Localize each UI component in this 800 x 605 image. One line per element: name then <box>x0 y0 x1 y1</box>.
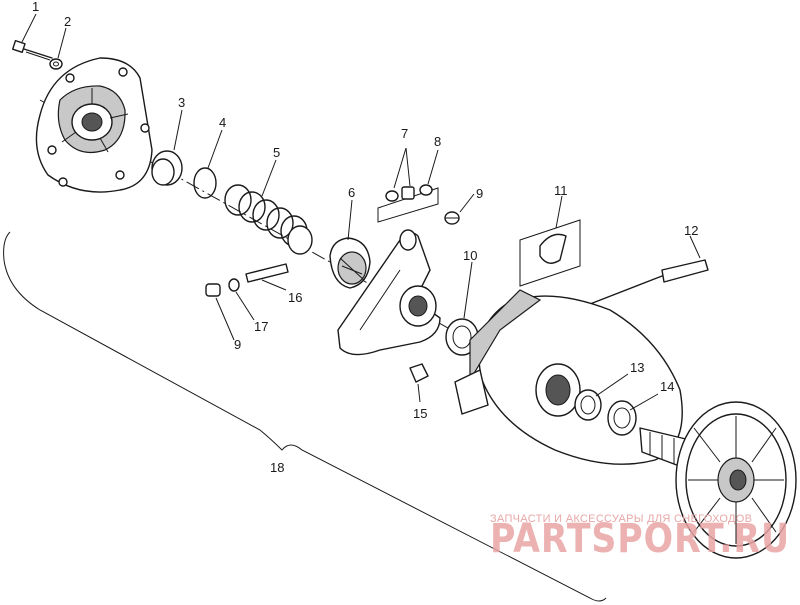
part-slide-button <box>519 219 581 287</box>
callout-9-top: 9 <box>476 186 483 201</box>
watermark-tagline: ЗАПЧАСТИ И АКСЕССУАРЫ ДЛЯ СНЕГОХОДОВ <box>490 513 752 525</box>
callout-2: 2 <box>64 14 71 29</box>
part-seal-ring <box>607 400 637 436</box>
callout-5: 5 <box>273 145 280 160</box>
leader-lines <box>21 13 701 411</box>
part-cover-plate <box>35 57 153 193</box>
callout-18: 18 <box>270 460 284 475</box>
callout-1: 1 <box>32 0 39 14</box>
callout-16: 16 <box>288 290 302 305</box>
callout-14: 14 <box>660 379 674 394</box>
part-roller-kit <box>377 184 439 223</box>
part-cam-nut <box>329 237 371 289</box>
part-thin-washer <box>228 278 240 292</box>
callout-12: 12 <box>684 223 698 238</box>
part-snap-ring <box>193 167 217 199</box>
part-bolt <box>11 39 53 61</box>
callout-7: 7 <box>401 126 408 141</box>
callout-labels: 1 2 3 4 5 6 7 8 9 10 11 12 13 14 15 16 1… <box>32 0 698 475</box>
part-spring <box>224 184 313 255</box>
callout-15: 15 <box>413 406 427 421</box>
watermark-brand: PARTSPORT.RU <box>490 516 790 562</box>
part-bolt-head <box>205 283 221 297</box>
callout-11: 11 <box>554 183 568 198</box>
part-sheave-bushing <box>574 389 602 421</box>
part-shaft-pin <box>589 259 709 305</box>
callout-8: 8 <box>434 134 441 149</box>
part-roller-arm <box>337 229 441 356</box>
callout-3: 3 <box>178 95 185 110</box>
part-roller-pin <box>245 263 289 283</box>
part-pin-top <box>444 211 460 225</box>
part-lock-nut <box>409 363 429 383</box>
part-bushing <box>151 150 183 186</box>
watermark: ЗАПЧАСТИ И АКСЕССУАРЫ ДЛЯ СНЕГОХОДОВ PAR… <box>490 513 790 562</box>
callout-9-bottom: 9 <box>234 337 241 352</box>
callout-6: 6 <box>348 185 355 200</box>
part-washer <box>49 58 63 70</box>
part-fixed-sheave <box>639 401 797 559</box>
callout-4: 4 <box>219 115 226 130</box>
assembly-bracket <box>3 231 607 602</box>
callout-17: 17 <box>254 319 268 334</box>
callout-10: 10 <box>463 248 477 263</box>
callout-13: 13 <box>630 360 644 375</box>
